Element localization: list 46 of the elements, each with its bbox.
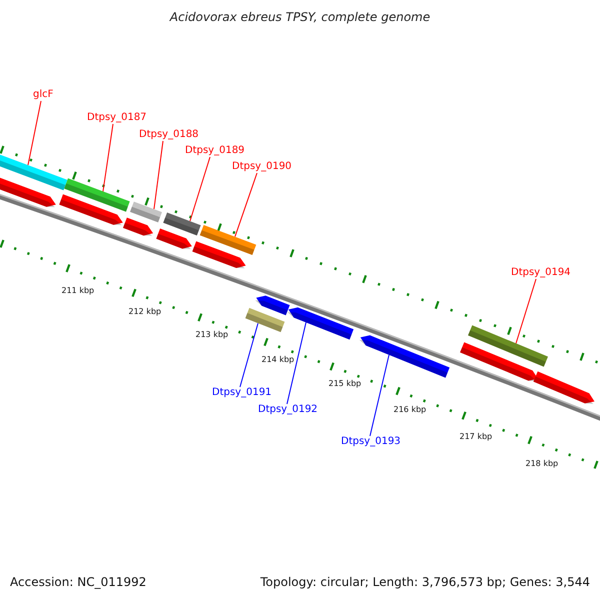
leader-line bbox=[28, 100, 42, 166]
gene-label: Dtpsy_0187 bbox=[87, 112, 147, 124]
gene-bar bbox=[64, 178, 130, 212]
gene-label: glcF bbox=[33, 89, 54, 101]
leader-line bbox=[370, 354, 390, 436]
scale-label: 217 kbp bbox=[460, 432, 492, 442]
gene-bar bbox=[163, 212, 201, 236]
leader-line bbox=[234, 172, 258, 238]
gene-bar bbox=[245, 308, 285, 332]
gene-label: Dtpsy_0193 bbox=[341, 436, 401, 448]
leader-line bbox=[286, 322, 306, 404]
gene-label: Dtpsy_0188 bbox=[139, 129, 199, 141]
gene-label: Dtpsy_0194 bbox=[511, 267, 571, 279]
gene-bar bbox=[200, 225, 256, 255]
gene-bar bbox=[460, 342, 538, 382]
gene-bar bbox=[59, 194, 123, 226]
leader-line bbox=[516, 278, 536, 344]
map-title: Acidovorax ebreus TPSY, complete genome bbox=[168, 10, 432, 24]
leader-line bbox=[190, 156, 210, 222]
gene-bar bbox=[468, 325, 548, 367]
gene-bar bbox=[192, 241, 246, 268]
scale-label: 216 kbp bbox=[394, 405, 426, 415]
gene-bar bbox=[255, 296, 290, 316]
gene-bar bbox=[123, 218, 154, 236]
gene-label: Dtpsy_0192 bbox=[258, 404, 318, 416]
gene-label: Dtpsy_0191 bbox=[212, 387, 272, 399]
gene-label: Dtpsy_0189 bbox=[185, 145, 245, 157]
gene-bar bbox=[287, 307, 354, 340]
footer-text: Accession: NC_011992 bbox=[10, 575, 146, 589]
scale-label: 213 kbp bbox=[196, 330, 228, 340]
leader-line bbox=[154, 140, 164, 210]
leader-line bbox=[102, 124, 114, 192]
gene-label: Dtpsy_0190 bbox=[232, 161, 292, 173]
scale-label: 214 kbp bbox=[262, 355, 294, 365]
gene-bar bbox=[156, 228, 192, 249]
scale-label: 211 kbp bbox=[62, 286, 94, 296]
scale-label: 212 kbp bbox=[128, 307, 162, 317]
leader-line bbox=[240, 322, 258, 388]
gene-bar bbox=[130, 202, 162, 222]
gene-bar bbox=[0, 152, 68, 190]
footer-text: Topology: circular; Length: 3,796,573 bp; Genes: 3,544 bbox=[260, 575, 590, 589]
gene-bar bbox=[533, 371, 594, 404]
gene-bar bbox=[0, 176, 56, 208]
scale-label: 215 kbp bbox=[328, 379, 362, 389]
gene-bar bbox=[359, 335, 450, 378]
scale-label: 218 kbp bbox=[526, 459, 558, 469]
